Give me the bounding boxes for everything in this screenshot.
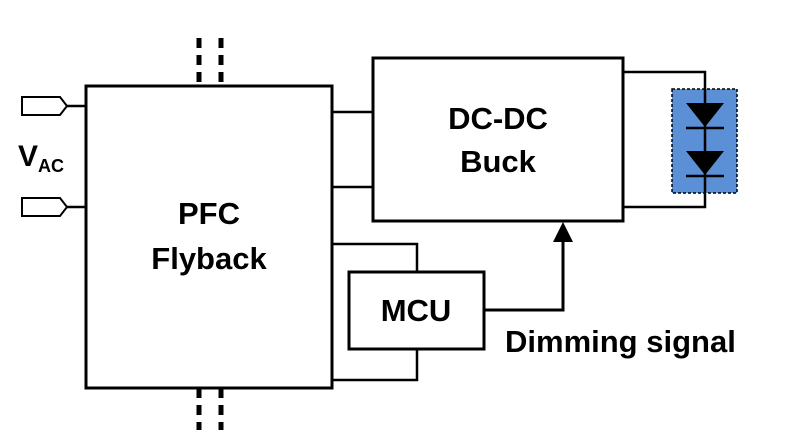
mcu-label: MCU [381, 293, 452, 328]
dimming-signal-label: Dimming signal [505, 324, 736, 359]
vac-label: VAC [18, 140, 64, 176]
isolation-marks-top [196, 38, 224, 86]
buck-label: Buck [460, 144, 537, 179]
wire-pfc-mcu-bottom [332, 349, 419, 382]
flyback-label: Flyback [151, 241, 267, 276]
dc-dc-label: DC-DC [448, 101, 548, 136]
wire-buck-led-bottom [623, 193, 707, 209]
led-diode-icon [686, 151, 724, 178]
dimming-signal-arrow [484, 222, 573, 312]
isolation-marks-bottom [196, 388, 224, 430]
pfc-flyback-block: PFC Flyback [84, 84, 334, 390]
led-diode-icon [686, 103, 724, 130]
arrow-head-icon [553, 222, 573, 242]
wire-buck-led-top [623, 70, 707, 89]
pfc-label: PFC [178, 196, 240, 231]
led-string [671, 88, 738, 194]
vac-terminal-bottom [21, 197, 86, 217]
dc-dc-buck-block: DC-DC Buck [371, 56, 625, 223]
wire-pfc-mcu-top [332, 242, 419, 272]
vac-terminal-top [21, 96, 86, 116]
mcu-block: MCU [347, 270, 486, 351]
